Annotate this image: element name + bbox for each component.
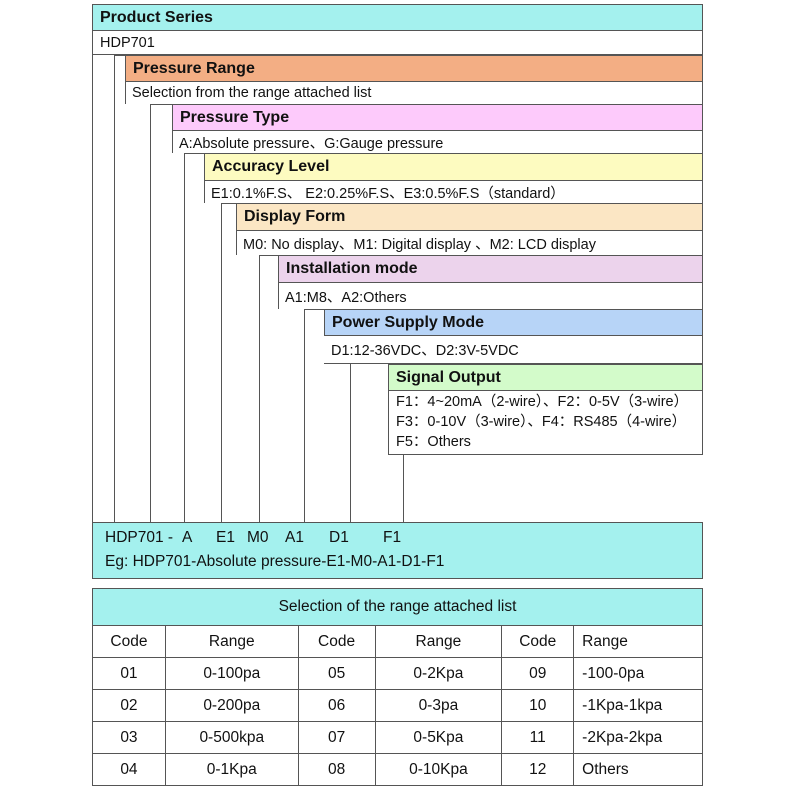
display-form-header: Display Form [236, 203, 703, 231]
code-part-pressure-type: A [182, 529, 193, 546]
table-row: 03 0-500kpa 07 0-5Kpa 11 -2Kpa-2kpa [92, 721, 703, 754]
code-part-display: M0 [247, 529, 269, 546]
range-cell: -2Kpa-2kpa [573, 721, 703, 754]
table-row: 01 0-100pa 05 0-2Kpa 09 -100-0pa [92, 657, 703, 690]
range-cell: 0-500kpa [164, 721, 299, 754]
model-code-example: Eg: HDP701-Absolute pressure-E1-M0-A1-D1… [105, 553, 445, 570]
column-header: Range [374, 625, 503, 658]
code-cell: 11 [501, 721, 575, 754]
signal-output-header: Signal Output [388, 364, 703, 391]
code-cell: 01 [92, 657, 166, 690]
power-supply-mode-value: D1:12-36VDC、D2:3V-5VDC [324, 336, 703, 364]
accuracy-level-value: E1:0.1%F.S、 E2:0.25%F.S、E3:0.5%F.S（stand… [204, 181, 703, 203]
column-header: Range [573, 625, 703, 658]
signal-output-body: F1：4~20mA（2-wire）、F2：0-5V（3-wire） F3：0-1… [388, 391, 703, 455]
connector-line [125, 82, 126, 104]
connector-line [114, 55, 125, 56]
range-cell: 0-2Kpa [374, 657, 503, 690]
code-cell: 02 [92, 689, 166, 722]
connector-line [403, 455, 404, 522]
model-code-box: HDP701 - A E1 M0 A1 D1 F1 Eg: HDP701-Abs… [92, 522, 703, 579]
range-cell: Others [573, 753, 703, 786]
power-supply-mode-title: Power Supply Mode [332, 313, 485, 331]
accuracy-level-title: Accuracy Level [212, 158, 330, 175]
code-cell: 06 [297, 689, 376, 722]
signal-output-line: F5：Others [396, 434, 471, 450]
installation-mode-value: A1:M8、A2:Others [278, 283, 703, 309]
code-part-power: D1 [329, 529, 349, 546]
connector-line [350, 364, 351, 522]
column-header: Range [164, 625, 299, 658]
connector-line [184, 153, 204, 154]
code-part-installation: A1 [285, 529, 304, 546]
table-row: 02 0-200pa 06 0-3pa 10 -1Kpa-1kpa [92, 689, 703, 722]
installation-mode-title: Installation mode [286, 260, 418, 277]
pressure-range-title: Pressure Range [133, 59, 255, 77]
product-series-value: HDP701 [92, 31, 703, 55]
connector-line [304, 309, 305, 522]
code-cell: 04 [92, 753, 166, 786]
connector-line [114, 55, 115, 522]
range-cell: 0-200pa [164, 689, 299, 722]
code-cell: 03 [92, 721, 166, 754]
connector-line [304, 309, 324, 310]
accuracy-level-header: Accuracy Level [204, 153, 703, 181]
connector-line [259, 255, 278, 256]
signal-output-line: F3：0-10V（3-wire）、F4：RS485（4-wire） [396, 414, 687, 430]
installation-mode-header: Installation mode [278, 255, 703, 283]
range-cell: 0-5Kpa [374, 721, 503, 754]
range-cell: 0-1Kpa [164, 753, 299, 786]
code-part-accuracy: E1 [216, 529, 235, 546]
connector-line [278, 283, 279, 309]
connector-line [92, 31, 93, 522]
pressure-range-value: Selection from the range attached list [125, 82, 703, 104]
code-cell: 10 [501, 689, 575, 722]
product-series-title: Product Series [100, 8, 213, 26]
connector-line [150, 104, 172, 105]
connector-line [204, 181, 205, 203]
connector-line [172, 131, 173, 153]
signal-output-line: F1：4~20mA（2-wire）、F2：0-5V（3-wire） [396, 394, 689, 410]
connector-line [221, 203, 236, 204]
range-cell: 0-10Kpa [374, 753, 503, 786]
table-row: 04 0-1Kpa 08 0-10Kpa 12 Others [92, 753, 703, 786]
range-table: Selection of the range attached list Cod… [92, 588, 703, 786]
code-part-signal: F1 [383, 529, 402, 546]
column-header: Code [501, 625, 575, 658]
power-supply-mode-header: Power Supply Mode [324, 309, 703, 336]
range-table-title: Selection of the range attached list [92, 588, 703, 626]
signal-output-title: Signal Output [396, 368, 501, 386]
pressure-type-title: Pressure Type [180, 108, 290, 126]
code-cell: 08 [297, 753, 376, 786]
column-header: Code [297, 625, 376, 658]
pressure-range-header: Pressure Range [125, 55, 703, 82]
code-cell: 05 [297, 657, 376, 690]
pressure-type-value: A:Absolute pressure、G:Gauge pressure [172, 131, 703, 153]
connector-line [184, 153, 185, 522]
table-header-row: Code Range Code Range Code Range [92, 625, 703, 658]
pressure-type-header: Pressure Type [172, 104, 703, 131]
code-cell: 09 [501, 657, 575, 690]
connector-line [259, 255, 260, 522]
connector-line [221, 203, 222, 522]
range-cell: 0-3pa [374, 689, 503, 722]
range-cell: 0-100pa [164, 657, 299, 690]
connector-line [236, 231, 237, 255]
range-cell: -100-0pa [573, 657, 703, 690]
product-series-header: Product Series [92, 4, 703, 31]
display-form-value: M0: No display、M1: Digital display 、M2: … [236, 231, 703, 255]
code-part-series: HDP701 - [105, 529, 174, 546]
column-header: Code [92, 625, 166, 658]
code-cell: 07 [297, 721, 376, 754]
connector-line [150, 104, 151, 522]
code-cell: 12 [501, 753, 575, 786]
range-cell: -1Kpa-1kpa [573, 689, 703, 722]
display-form-title: Display Form [244, 208, 346, 225]
